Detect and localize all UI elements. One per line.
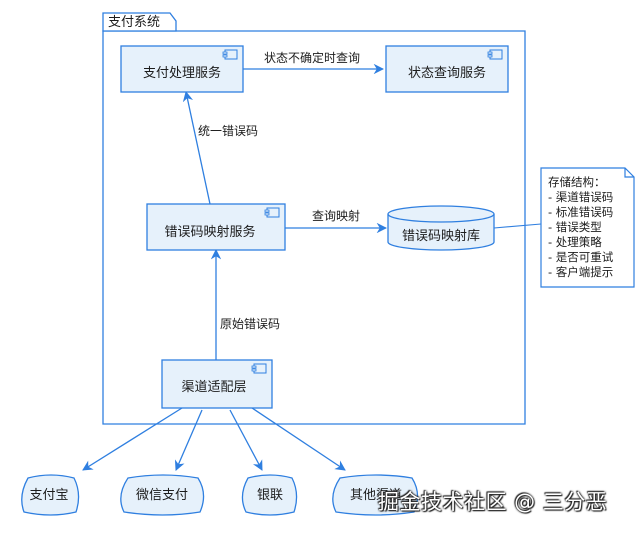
channel-unionpay: 银联 <box>241 474 298 516</box>
edge-label-raw-error-code: 原始错误码 <box>220 317 280 331</box>
component-icon <box>487 49 503 60</box>
channel-adapter-node: 渠道适配层 <box>161 359 273 409</box>
channel-wechat-pay-label: 微信支付 <box>136 488 188 503</box>
edge-unified-error-code <box>182 90 211 205</box>
note-item: - 是否可重试 <box>548 250 614 264</box>
component-icon <box>251 363 267 374</box>
watermark: 掘金技术社区 @ 三分恶 <box>378 490 608 514</box>
channel-wechat-pay: 微信支付 <box>120 474 205 516</box>
payment-service-node: 支付处理服务 <box>120 45 244 93</box>
channel-other: 其他渠道 <box>332 474 419 516</box>
channel-alipay: 支付宝 <box>21 474 80 516</box>
note-connector <box>493 223 542 229</box>
group-title: 支付系统 <box>108 15 160 30</box>
edge-to-other <box>251 407 346 471</box>
component-icon <box>222 49 238 60</box>
channel-adapter-label: 渠道适配层 <box>181 380 246 395</box>
channel-other-label: 其他渠道 <box>350 488 402 503</box>
edge-to-unionpay <box>229 409 263 471</box>
note-item: - 处理策略 <box>548 235 602 249</box>
error-mapping-db-label: 错误码映射库 <box>402 228 480 244</box>
note-title: 存储结构： <box>548 175 606 189</box>
note-item: - 客户端提示 <box>548 265 613 279</box>
note-item: - 标准错误码 <box>548 205 613 219</box>
note-item: - 渠道错误码 <box>548 190 613 204</box>
edge-label-unified-error-code: 统一错误码 <box>198 124 258 138</box>
channel-alipay-label: 支付宝 <box>29 488 68 503</box>
edge-label-uncertain-query: 状态不确定时查询 <box>264 50 360 65</box>
edge-label-query-mapping: 查询映射 <box>312 208 360 223</box>
error-mapping-service-node: 错误码映射服务 <box>146 203 286 251</box>
edge-labels: 状态不确定时查询 统一错误码 查询映射 原始错误码 <box>198 50 360 331</box>
payment-service-label: 支付处理服务 <box>143 65 221 81</box>
edge-to-wechat <box>174 409 203 471</box>
status-query-service-label: 状态查询服务 <box>408 65 486 81</box>
note-item: - 错误类型 <box>548 220 602 234</box>
payment-system-group: 支付系统 <box>102 12 526 425</box>
storage-structure-note: 存储结构： - 渠道错误码 - 标准错误码 - 错误类型 - 处理策略 - 是否… <box>540 167 635 288</box>
error-mapping-db-node: 错误码映射库 <box>387 205 495 251</box>
error-mapping-service-label: 错误码映射服务 <box>164 224 255 240</box>
channel-unionpay-label: 银联 <box>257 488 283 503</box>
edges <box>82 63 542 471</box>
edge-to-alipay <box>82 407 183 471</box>
status-query-service-node: 状态查询服务 <box>385 45 509 93</box>
component-icon <box>264 207 280 218</box>
